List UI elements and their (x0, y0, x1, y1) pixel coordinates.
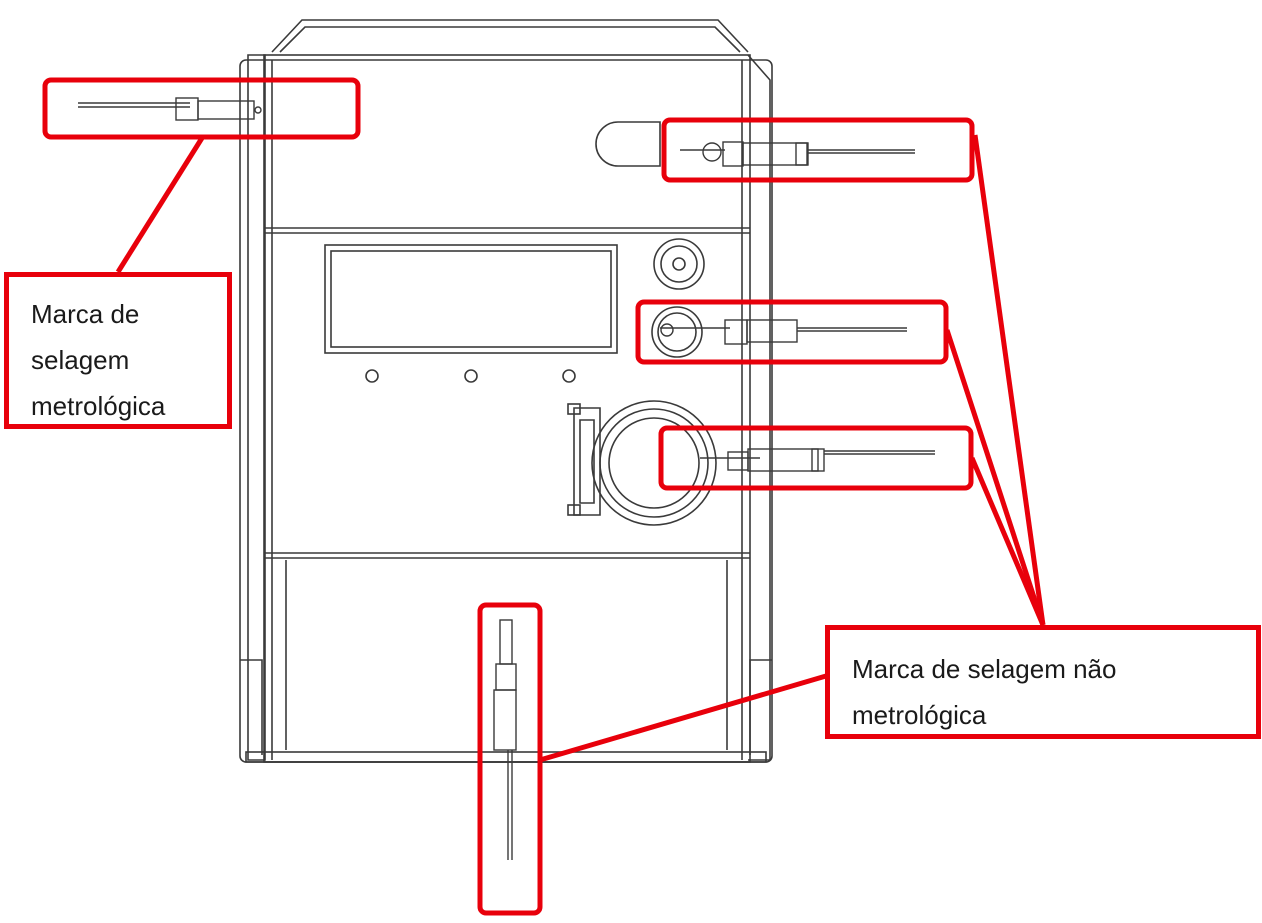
seal-bottom-center (493, 619, 517, 860)
optical-port (595, 121, 661, 167)
label-line: metrológica (852, 700, 987, 730)
leader-line-metrological (115, 136, 205, 274)
seal-top-right (680, 141, 915, 167)
lcd-display (324, 244, 618, 354)
highlight-box-top-left (42, 77, 361, 140)
non-metrological-seal-label: Marca de selagem não metrológica (825, 625, 1261, 739)
leader-line-middle-right (944, 329, 1046, 626)
seal-lower-right (700, 448, 935, 472)
highlight-box-middle-right (635, 299, 949, 365)
metrological-seal-label: Marca de selagem metrológica (4, 272, 232, 429)
highlight-box-lower-right (658, 425, 974, 491)
highlight-box-top-right (661, 117, 975, 183)
indicator-leds (365, 369, 576, 383)
leader-line-lower-right (969, 457, 1046, 626)
seal-metrological-top-left (78, 97, 262, 121)
leader-lines (115, 134, 1046, 763)
leader-line-top-right (972, 134, 1046, 626)
seal-middle-right (660, 319, 907, 345)
label-line: Marca de (31, 299, 140, 329)
communication-port (567, 400, 717, 526)
label-line: Marca de selagem não (852, 654, 1117, 684)
meter-body (239, 19, 773, 763)
highlight-box-bottom-center (477, 602, 543, 916)
selector-knob (651, 306, 703, 358)
label-line: selagem (31, 345, 130, 375)
reset-button (653, 238, 705, 290)
leader-line-bottom-center (539, 673, 827, 763)
label-line: metrológica (31, 391, 166, 421)
